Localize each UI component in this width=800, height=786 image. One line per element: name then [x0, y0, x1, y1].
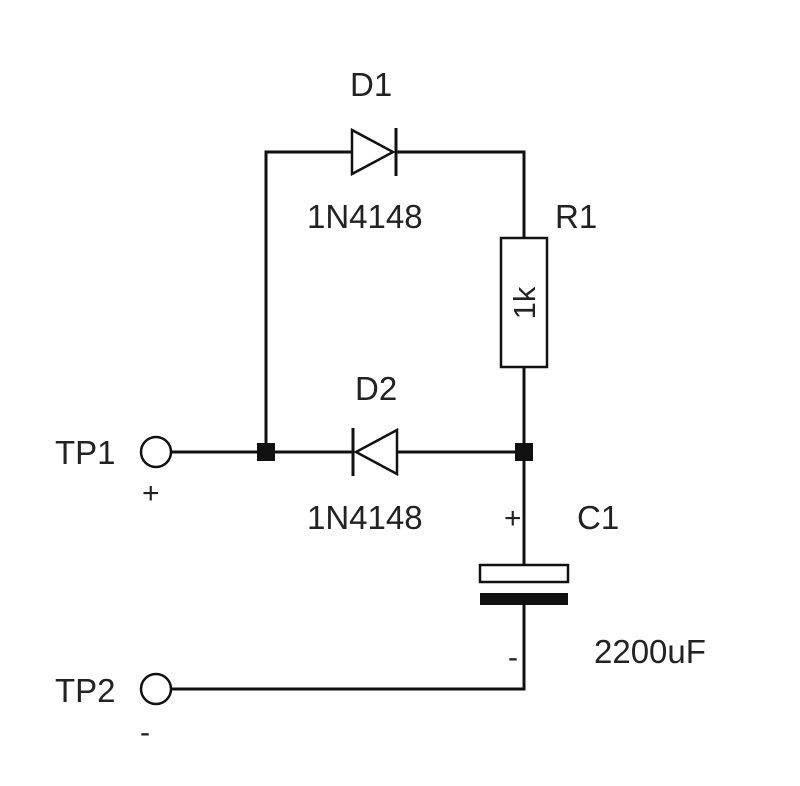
tp1-label: TP1	[55, 434, 116, 471]
tp2-terminal-icon	[139, 672, 173, 706]
diode-d2-body	[353, 427, 399, 477]
wire-c1-to-tp2	[170, 603, 526, 691]
test-point-tp2: TP2 -	[55, 672, 173, 749]
tp2-label: TP2	[55, 672, 116, 709]
c1-ref-label: C1	[577, 499, 619, 536]
d2-part-label: 1N4148	[307, 499, 423, 536]
junction-left	[257, 443, 275, 461]
capacitor-c1-positive-plate	[478, 563, 570, 584]
junction-right	[515, 443, 533, 461]
c1-value-label: 2200uF	[594, 633, 706, 670]
diode-d1-body	[350, 127, 396, 177]
diode-d1: D1 1N4148	[307, 66, 423, 235]
wire-top-loop	[264, 150, 354, 454]
capacitor-c1-negative-plate	[480, 593, 568, 605]
d1-ref-label: D1	[350, 66, 392, 103]
d2-ref-label: D2	[355, 370, 397, 407]
resistor-r1: 1k R1	[499, 198, 597, 369]
wire-d1-to-r1	[395, 150, 526, 240]
r1-ref-label: R1	[555, 198, 597, 235]
c1-minus-label: -	[508, 641, 518, 674]
tp1-polarity: +	[142, 477, 160, 510]
tp2-polarity: -	[140, 716, 150, 749]
c1-plus-label: +	[504, 502, 522, 535]
d1-part-label: 1N4148	[307, 198, 423, 235]
wires	[170, 150, 526, 691]
tp1-terminal-icon	[139, 435, 173, 469]
diode-d2: D2 1N4148	[307, 370, 423, 536]
capacitor-c1: + - C1 2200uF	[478, 499, 706, 674]
test-point-tp1: TP1 +	[55, 434, 173, 510]
r1-value-label: 1k	[507, 286, 542, 319]
resistor-r1-body	[499, 236, 549, 369]
